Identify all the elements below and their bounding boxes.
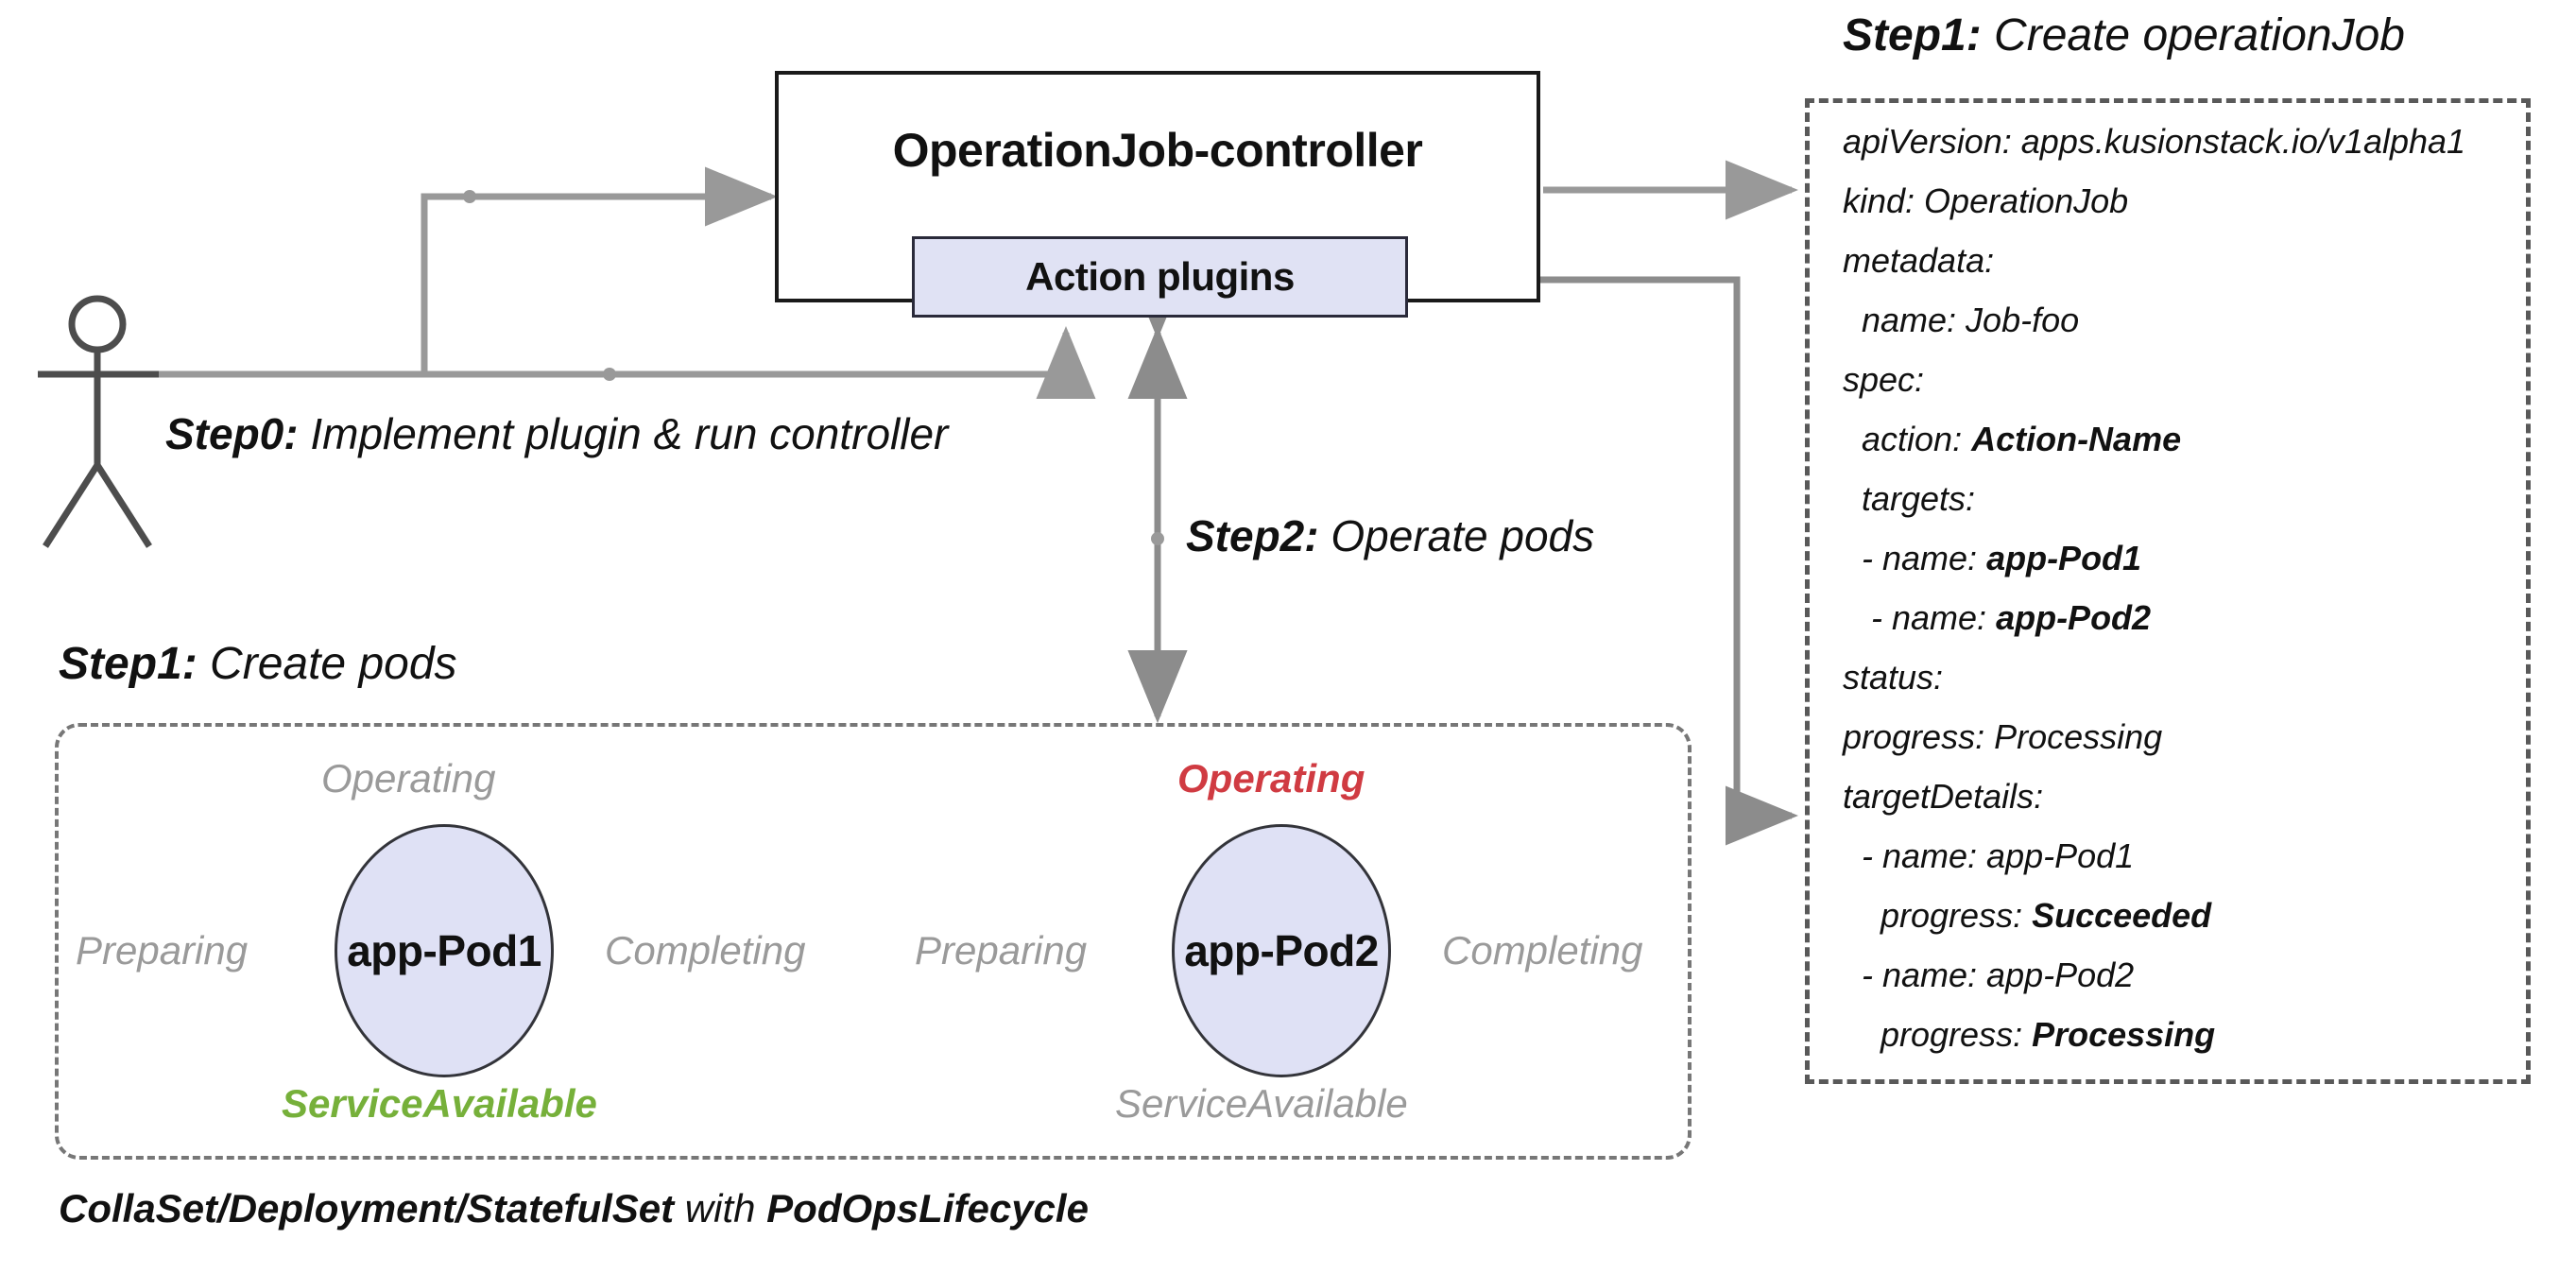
step0-tag: Step0:	[165, 409, 299, 458]
action-plugins-label: Action plugins	[1025, 254, 1295, 299]
step0-label: Step0: Implement plugin & run controller	[165, 408, 948, 459]
yaml-line: name: Job-foo	[1843, 290, 2533, 350]
yaml-line: spec:	[1843, 350, 2533, 409]
yaml-line-text: spec:	[1843, 360, 1925, 399]
yaml-line-list: apiVersion: apps.kusionstack.io/v1alpha1…	[1843, 112, 2533, 1064]
pod1-state-completing: Completing	[605, 928, 806, 973]
yaml-line: metadata:	[1843, 231, 2533, 290]
pod2-state-serviceavailable: ServiceAvailable	[1115, 1081, 1408, 1126]
yaml-line: progress: Processing	[1843, 707, 2533, 766]
actor-to-plugins-connector	[121, 326, 1096, 399]
yaml-line-text: targets:	[1843, 479, 1976, 518]
action-plugins-box[interactable]: Action plugins	[912, 236, 1408, 318]
yaml-line-text: metadata:	[1843, 241, 1995, 280]
yaml-line-text: progress: Processing	[1843, 717, 2163, 756]
step2-tag: Step2:	[1186, 511, 1319, 560]
yaml-line: action: Action-Name	[1843, 409, 2533, 469]
pod2-state-operating: Operating	[1177, 756, 1365, 801]
pods-container	[55, 723, 1692, 1160]
yaml-line-text: progress:	[1843, 1015, 2033, 1054]
pod1-state-preparing: Preparing	[76, 928, 249, 973]
yaml-line: - name: app-Pod1	[1843, 528, 2533, 588]
yaml-line-value: Succeeded	[2032, 896, 2212, 935]
step1-pods-label: Step1: Create pods	[59, 638, 457, 690]
actor-to-controller-connector	[121, 166, 778, 381]
yaml-line: status:	[1843, 647, 2533, 707]
pod1-state-operating: Operating	[321, 756, 496, 801]
pods-caption: CollaSet/Deployment/StatefulSet with Pod…	[59, 1186, 1089, 1231]
step1-job-label: Step1: Create operationJob	[1843, 9, 2405, 61]
yaml-line-text: - name:	[1843, 539, 1987, 577]
yaml-line: kind: OperationJob	[1843, 171, 2533, 231]
pod2-state-completing: Completing	[1442, 928, 1643, 973]
pod-name-1: app-Pod1	[347, 926, 541, 975]
yaml-line-text: - name: app-Pod1	[1843, 836, 2135, 875]
step1-pods-tag: Step1:	[59, 639, 197, 689]
yaml-line-text: targetDetails:	[1843, 777, 2044, 816]
step2-bidirectional-arrow	[1127, 267, 1188, 723]
yaml-line-text: action:	[1843, 420, 1972, 458]
yaml-line: - name: app-Pod1	[1843, 826, 2533, 886]
pod2-state-preparing: Preparing	[915, 928, 1088, 973]
yaml-line-text: apiVersion: apps.kusionstack.io/v1alpha1	[1843, 122, 2466, 161]
yaml-line-text: kind: OperationJob	[1843, 181, 2129, 220]
step1-job-text: Create operationJob	[1981, 10, 2405, 60]
yaml-line-value: app-Pod2	[1996, 598, 2152, 637]
pods-caption-with: with	[674, 1186, 767, 1231]
pods-caption-workloads: CollaSet/Deployment/StatefulSet	[59, 1186, 675, 1231]
controller-title: OperationJob-controller	[892, 124, 1423, 177]
yaml-line-text: name: Job-foo	[1843, 301, 2080, 339]
step1-pods-text: Create pods	[197, 639, 457, 689]
pod-ellipse-1[interactable]: app-Pod1	[335, 824, 554, 1077]
pod-ellipse-2[interactable]: app-Pod2	[1172, 824, 1391, 1077]
yaml-line: - name: app-Pod2	[1843, 588, 2533, 647]
pods-caption-lifecycle: PodOpsLifecycle	[766, 1186, 1089, 1231]
yaml-line-text: status:	[1843, 658, 1944, 697]
pod1-state-serviceavailable: ServiceAvailable	[282, 1081, 597, 1126]
yaml-line-value: app-Pod1	[1986, 539, 2142, 577]
pod-name-2: app-Pod2	[1184, 926, 1379, 975]
stick-figure-icon	[38, 295, 159, 548]
yaml-line: apiVersion: apps.kusionstack.io/v1alpha1	[1843, 112, 2533, 171]
operationjob-yaml-panel	[1805, 98, 2531, 1084]
step2-text: Operate pods	[1318, 511, 1595, 560]
step2-label: Step2: Operate pods	[1186, 510, 1594, 561]
yaml-line-text: - name:	[1843, 598, 1997, 637]
step0-text: Implement plugin & run controller	[298, 409, 949, 458]
yaml-line-value: Action-Name	[1971, 420, 2182, 458]
yaml-line: targetDetails:	[1843, 766, 2533, 826]
yaml-line: targets:	[1843, 469, 2533, 528]
yaml-line-text: - name: app-Pod2	[1843, 956, 2135, 994]
yaml-line: progress: Succeeded	[1843, 886, 2533, 945]
step1-job-tag: Step1:	[1843, 10, 1982, 60]
yaml-line-text: progress:	[1843, 896, 2033, 935]
yaml-line: progress: Processing	[1843, 1005, 2533, 1064]
yaml-line-value: Processing	[2032, 1015, 2216, 1054]
yaml-line: - name: app-Pod2	[1843, 945, 2533, 1005]
